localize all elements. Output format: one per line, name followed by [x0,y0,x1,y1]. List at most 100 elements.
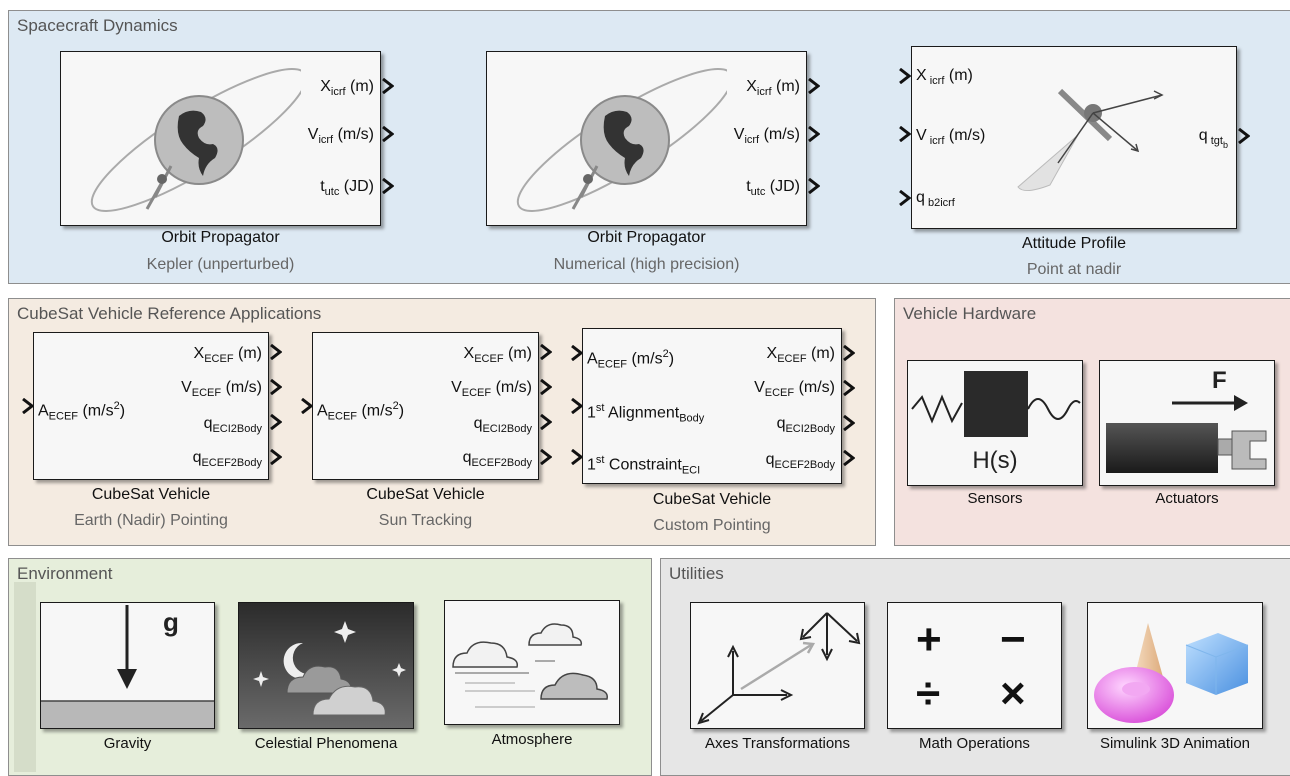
input-port-arrow-icon[interactable] [899,126,911,142]
input-port-arrow-icon[interactable] [571,398,583,414]
output-port-arrow-icon[interactable] [843,380,855,396]
actuators-block[interactable]: F [1099,360,1275,486]
port-sub: ECI [681,464,701,477]
port-unit: (m/s) [495,379,532,396]
output-port-arrow-icon[interactable] [808,126,820,142]
output-port-arrow-icon[interactable] [843,345,855,361]
port-first-constraint: 1st ConstraintECI [587,451,700,480]
block-subtitle: Custom Pointing [653,517,771,534]
output-port-arrow-icon[interactable] [382,126,394,142]
output-port-arrow-icon[interactable] [382,78,394,94]
port-first-alignment: 1st AlignmentBody [587,399,704,428]
output-port-arrow-icon[interactable] [843,415,855,431]
block-title: Gravity [103,735,152,752]
port-sub: ECEF [327,410,358,423]
input-port-arrow-icon[interactable] [22,398,34,414]
cubesat-custom-pointing-block[interactable]: AECEF (m/s2) 1st AlignmentBody 1st Const… [582,328,842,484]
port-sub: ECI2Body [785,423,835,436]
port-sub: b2icrf [924,197,955,210]
output-port-arrow-icon[interactable] [540,344,552,360]
input-port-arrow-icon[interactable] [899,68,911,84]
port-unit: (m/s) [337,126,374,143]
port-x-icrf: Xicrf (m) [746,78,800,101]
port-x-ecef: XECEF (m) [464,345,532,368]
input-port-arrow-icon[interactable] [301,398,313,414]
block-title: CubeSat Vehicle [366,486,485,503]
block-subtitle: Earth (Nadir) Pointing [74,512,228,529]
area-title: Environment [17,564,113,583]
port-base: q [765,451,775,468]
port-sub: icrf [926,75,945,88]
math-operations-block[interactable]: + − ÷ × [887,602,1062,729]
atmosphere-block[interactable] [444,600,620,725]
cubesat-sun-tracking-block[interactable]: AECEF (m/s2) XECEF (m) V ECEF (m/s) qECI2… [312,332,539,480]
input-port-arrow-icon[interactable] [571,345,583,361]
port-base: q [203,415,213,432]
output-port-arrow-icon[interactable] [270,449,282,465]
port-sub: icrf [756,86,772,99]
output-port-arrow-icon[interactable] [270,414,282,430]
port-base: q [462,449,472,466]
port-sub: ECEF2Body [471,457,532,470]
atmosphere-clouds-icon [452,623,609,708]
port-q-eci2body: qECI2Body [474,415,532,438]
output-port-arrow-icon[interactable] [1238,128,1250,144]
port-sub: ECEF2Body [774,459,835,472]
output-port-arrow-icon[interactable] [270,344,282,360]
gravity-block[interactable]: g [40,602,215,729]
output-port-arrow-icon[interactable] [843,450,855,466]
output-port-arrow-icon[interactable] [808,178,820,194]
port-sup: 2 [113,400,120,412]
output-port-arrow-icon[interactable] [540,449,552,465]
area-title: Vehicle Hardware [903,304,1037,323]
input-port-arrow-icon[interactable] [571,449,583,465]
block-subtitle: Point at nadir [1026,261,1122,278]
port-base: X [463,345,475,362]
celestial-phenomena-block[interactable] [238,602,414,729]
port-unit: (m) [948,67,973,84]
minus-icon: − [1000,615,1026,664]
port-sup: 2 [392,400,399,412]
output-port-arrow-icon[interactable] [540,414,552,430]
output-port-arrow-icon[interactable] [270,379,282,395]
port-mid: Alignment [604,404,680,422]
port-a-ecef: AECEF (m/s2) [317,397,404,426]
area-title: Spacecraft Dynamics [17,16,178,35]
port-sub: ECEF [764,387,795,400]
port-sup: 2 [662,348,669,360]
port-base: X [766,345,778,362]
orbit-propagator-numerical-block[interactable]: Xicrf (m) Vicrf (m/s) tutc (JD) [486,51,807,226]
port-x-icrf: Xicrf (m) [320,78,374,101]
cubesat-earth-pointing-block[interactable]: AECEF (m/s2) XECEF (m) VECEF (m/s) qECI2… [33,332,269,480]
output-port-arrow-icon[interactable] [382,178,394,194]
port-sub: ECEF [48,410,79,423]
port-base: A [38,402,49,420]
port-base: t [746,178,751,195]
port-base: q [1198,127,1208,144]
orbit-propagator-kepler-block[interactable]: Xicrf (m) Vicrf (m/s) tutc (JD) [60,51,381,226]
port-base: q [473,415,483,432]
simulink-3d-animation-block[interactable] [1087,602,1263,729]
area-title: CubeSat Vehicle Reference Applications [17,304,322,323]
port-subsub: b [1222,140,1228,151]
attitude-profile-block[interactable]: X icrf (m) V icrf (m/s) q b2icrf q tgtb [911,46,1237,229]
environment-strip [14,582,36,772]
output-port-arrow-icon[interactable] [540,379,552,395]
orbit-globe-icon [516,68,727,212]
port-base: X [746,78,757,95]
block-subtitle: Sun Tracking [378,512,473,529]
block-title: Attitude Profile [1021,235,1127,252]
port-base: X [916,67,927,84]
axes-transformations-block[interactable] [690,602,865,729]
port-base: t [320,178,325,195]
port-a-ecef: AECEF (m/s2) [38,397,125,426]
block-title: CubeSat Vehicle [91,486,211,503]
sensors-block[interactable]: H(s) [907,360,1083,486]
port-base: V [451,379,462,396]
block-title: Actuators [1155,490,1219,507]
port-sup: st [595,454,605,466]
port-v-icrf: V icrf (m/s) [916,127,985,150]
output-port-arrow-icon[interactable] [808,78,820,94]
port-base: V [916,127,927,144]
input-port-arrow-icon[interactable] [899,190,911,206]
